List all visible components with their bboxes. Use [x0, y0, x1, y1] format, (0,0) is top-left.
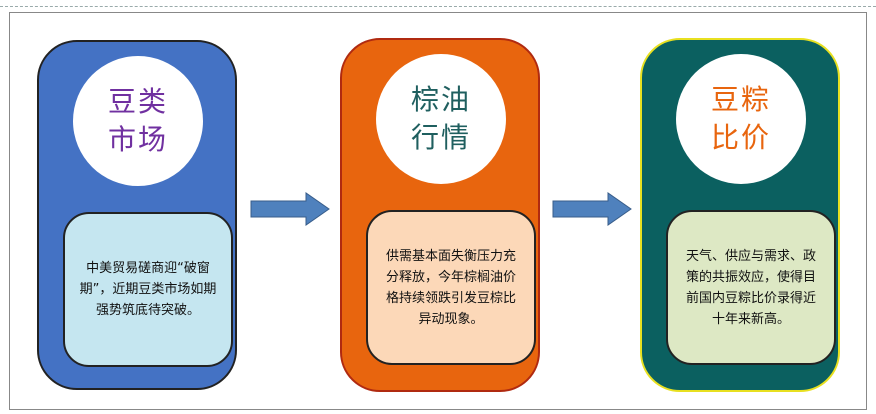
top-divider	[0, 6, 876, 7]
description-box: 天气、供应与需求、政策的共振效应，使得目前国内豆粽比价录得近十年来新高。	[666, 210, 836, 365]
diagram-frame	[9, 12, 867, 410]
description-box: 供需基本面失衡压力充分释放，今年棕榈油价格持续领跌引发豆棕比异动现象。	[366, 210, 536, 365]
description-text: 供需基本面失衡压力充分释放，今年棕榈油价格持续领跌引发豆棕比异动现象。	[385, 248, 516, 327]
panel-palm-oil: 棕油 行情 供需基本面失衡压力充分释放，今年棕榈油价格持续领跌引发豆棕比异动现象…	[340, 38, 540, 392]
title-line1: 棕油	[410, 83, 471, 116]
title-circle: 豆粽 比价	[676, 54, 806, 184]
title-line2: 比价	[710, 121, 771, 154]
title-line1: 豆粽	[710, 83, 771, 116]
arrow-right-icon	[552, 192, 632, 226]
title-line1: 豆类	[107, 85, 168, 118]
description-text: 天气、供应与需求、政策的共振效应，使得目前国内豆粽比价录得近十年来新高。	[685, 248, 816, 327]
panel-soybean-market: 豆类 市场 中美贸易磋商迎“破窗期”，近期豆类市场如期强势筑底待突破。	[37, 40, 237, 390]
title-line2: 市场	[107, 123, 168, 156]
description-box: 中美贸易磋商迎“破窗期”，近期豆类市场如期强势筑底待突破。	[63, 212, 233, 367]
description-text: 中美贸易磋商迎“破窗期”，近期豆类市场如期强势筑底待突破。	[79, 261, 217, 318]
panel-soy-palm-ratio: 豆粽 比价 天气、供应与需求、政策的共振效应，使得目前国内豆粽比价录得近十年来新…	[640, 38, 840, 392]
arrow-right-icon	[250, 192, 330, 226]
title-circle: 豆类 市场	[73, 56, 203, 186]
title-line2: 行情	[410, 121, 471, 154]
title-circle: 棕油 行情	[376, 54, 506, 184]
